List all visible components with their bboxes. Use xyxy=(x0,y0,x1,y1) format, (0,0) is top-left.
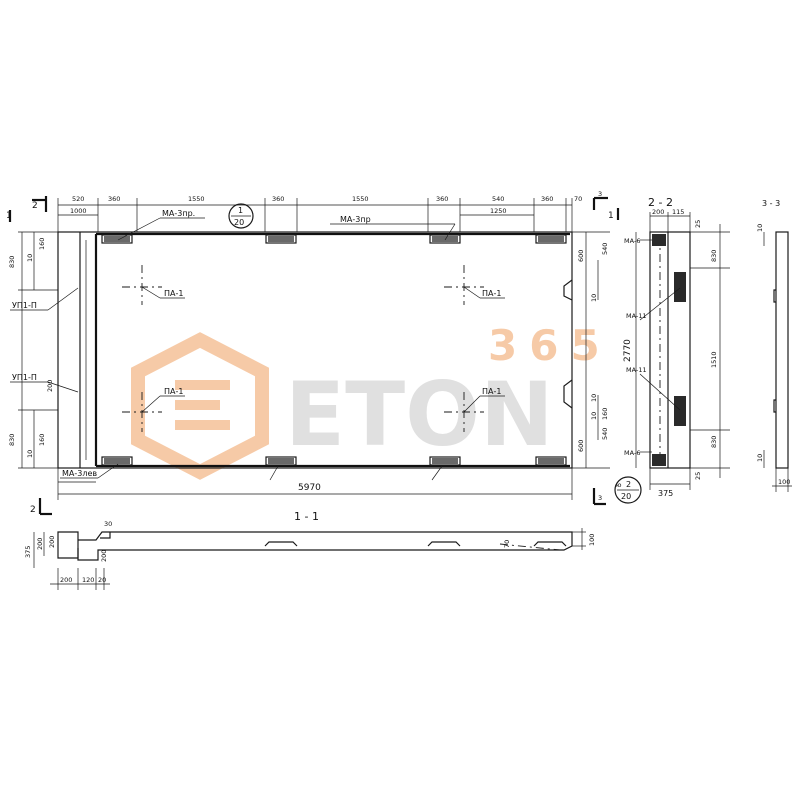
label-ur1-a: УП1-П xyxy=(12,301,37,310)
dim-total: 5970 xyxy=(298,483,321,493)
dim-33-0: 10 xyxy=(756,224,764,232)
dim-left-4: 10 xyxy=(26,450,34,458)
dim-top-0: 520 xyxy=(72,195,84,203)
watermark-top: 365 xyxy=(488,321,612,370)
dim-11-5: 20 xyxy=(98,576,106,584)
circle-bot-prefix: ю xyxy=(616,481,622,489)
label-pa1-br: ПА-1 xyxy=(482,387,501,396)
sec-3-3-title: 3 - 3 xyxy=(762,199,780,208)
dim-11-0: 375 xyxy=(24,546,32,558)
section-2-2: 2 - 2 200 115 2770 МА-6 МА-6 МА-11 МА-11… xyxy=(623,196,730,498)
dim-top-4: 1550 xyxy=(352,195,369,203)
watermark: ETON 365 xyxy=(131,321,612,480)
label-ma11-b: МА-11 xyxy=(626,366,647,374)
dims-right-plan: 600 540 10 10 540 160 600 10 xyxy=(577,243,609,452)
dim-left-6: 200 xyxy=(46,380,54,392)
circle-bot-num: 2 xyxy=(626,480,631,489)
label-pa1-bl: ПА-1 xyxy=(164,387,183,396)
dim-rp-0: 600 xyxy=(577,250,585,262)
detail-circle-bottom: ю 2 20 xyxy=(614,476,642,504)
dim-left-1: 10 xyxy=(26,254,34,262)
label-ma3pr-left: МА-3пр. xyxy=(162,209,195,218)
dim-22-r-1: 830 xyxy=(710,250,718,262)
dim-top-8: 70 xyxy=(574,195,582,203)
dim-top-5: 360 xyxy=(436,195,448,203)
dim-11-3: 200 xyxy=(60,576,72,584)
dim-top-6: 540 xyxy=(492,195,504,203)
section-1-1: 1 - 1 375 200 200 200 120 20 30 200 70 1… xyxy=(24,510,596,590)
detail-circle-top: 1 20 xyxy=(228,203,254,229)
section-markers-right: 3 1 3 xyxy=(592,190,620,506)
dim-22-top-0: 200 xyxy=(652,208,664,216)
plan-view: 520 360 1550 360 1550 360 540 360 70 100… xyxy=(6,190,642,516)
dim-11-2: 200 xyxy=(48,536,56,548)
sec-1-right: 1 xyxy=(608,211,614,221)
sec-2-bot: 2 xyxy=(30,505,36,515)
sec-1-1-title: 1 - 1 xyxy=(294,510,319,523)
dim-33-1: 10 xyxy=(756,454,764,462)
dim-height-22: 2770 xyxy=(623,339,633,362)
dim-22-r-3: 830 xyxy=(710,436,718,448)
watermark-hexagon-icon xyxy=(131,332,269,480)
sec-2-2-title: 2 - 2 xyxy=(648,196,673,209)
dim-11-1: 200 xyxy=(36,538,44,550)
sec-1-left: 1 xyxy=(6,211,12,221)
dim-22-bottom: 375 xyxy=(658,489,673,498)
sec-3-top: 3 xyxy=(598,190,602,198)
dim-top2-1: 1250 xyxy=(490,207,507,215)
label-ma3pr-right: МА-3пр xyxy=(340,215,371,224)
label-ur1-b: УП1-П xyxy=(12,373,37,382)
dim-rp-6: 600 xyxy=(577,440,585,452)
dim-rp-2: 10 xyxy=(590,294,598,302)
watermark-main: ETON xyxy=(285,363,554,466)
dim-22-r-2: 1510 xyxy=(710,351,718,368)
dim-top-7: 360 xyxy=(541,195,553,203)
dim-top2-0: 1000 xyxy=(70,207,87,215)
dim-22-r-4: 25 xyxy=(694,472,702,480)
dim-rp-7: 10 xyxy=(590,412,598,420)
embed-plates-bottom xyxy=(101,456,567,466)
watermark-e-icon xyxy=(175,380,230,430)
dim-rp-5: 160 xyxy=(601,408,609,420)
label-ma11-a: МА-11 xyxy=(626,312,647,320)
label-pa1-tl: ПА-1 xyxy=(164,289,183,298)
circle-top-num: 1 xyxy=(238,206,243,215)
circle-top-den: 20 xyxy=(234,218,244,227)
dim-left-0: 830 xyxy=(8,256,16,268)
dim-11-7: 200 xyxy=(100,550,108,562)
label-ma6-bot: МА-6 xyxy=(624,449,641,457)
dim-left-2: 160 xyxy=(38,238,46,250)
dim-left-5: 160 xyxy=(38,434,46,446)
dim-top-3: 360 xyxy=(272,195,284,203)
dim-top-1: 360 xyxy=(108,195,120,203)
dim-11-4: 120 xyxy=(82,576,94,584)
dim-11-6: 30 xyxy=(104,520,112,528)
section-3-3: 3 - 3 10 10 100 xyxy=(756,199,792,492)
label-ma3lev: МА-3лев xyxy=(62,469,97,478)
dim-top-2: 1550 xyxy=(188,195,205,203)
circle-bot-den: 20 xyxy=(621,492,631,501)
dim-22-r-0: 25 xyxy=(694,220,702,228)
label-pa1-tr: ПА-1 xyxy=(482,289,501,298)
dim-rp-1: 540 xyxy=(601,243,609,255)
dim-33-2: 100 xyxy=(778,478,790,486)
sec-2-left: 2 xyxy=(32,201,38,211)
embed-plates-top xyxy=(101,234,567,244)
dim-22-top-1: 115 xyxy=(672,208,684,216)
dim-rp-3: 10 xyxy=(590,394,598,402)
sec-3-bot: 3 xyxy=(598,494,602,502)
section-markers-left: 1 2 2 xyxy=(6,196,52,516)
dim-left-3: 830 xyxy=(8,434,16,446)
label-ma6-top: МА-6 xyxy=(624,237,641,245)
dim-11-9: 100 xyxy=(588,534,596,546)
dims-left: 830 10 160 830 10 160 200 xyxy=(8,238,54,458)
dim-11-8: 70 xyxy=(503,540,511,548)
dim-rp-4: 540 xyxy=(601,428,609,440)
